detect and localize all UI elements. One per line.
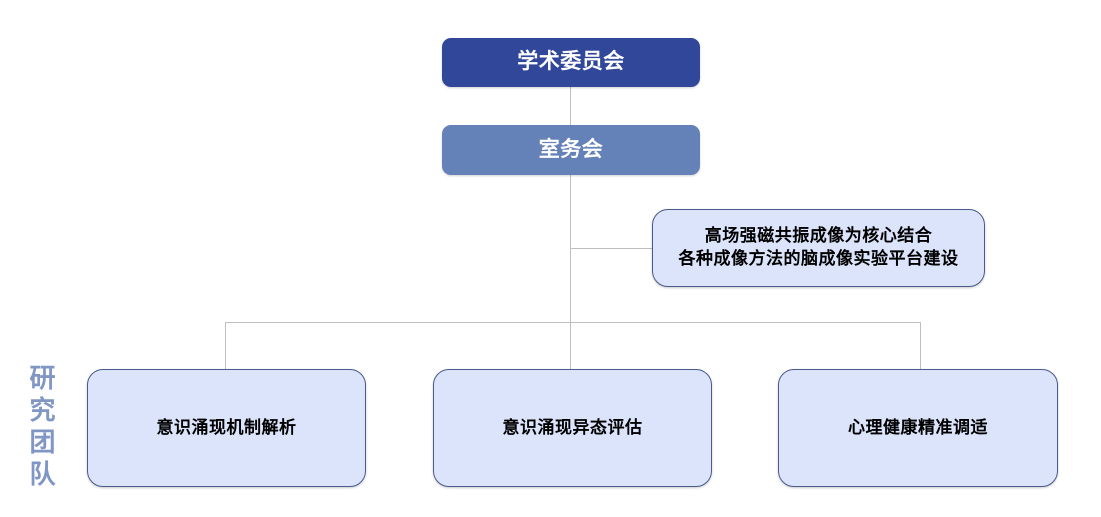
connector-distribution-bar bbox=[225, 322, 921, 323]
research-team-side-label: 研究团队 bbox=[26, 364, 56, 492]
node-team-2-label: 意识涌现异态评估 bbox=[502, 417, 643, 437]
node-imaging-platform-label: 高场强磁共振成像为核心结合 各种成像方法的脑成像实验平台建设 bbox=[678, 226, 959, 268]
connector-drop-team-2 bbox=[570, 322, 571, 369]
node-office-meeting[interactable]: 室务会 bbox=[442, 125, 700, 175]
connector-drop-team-3 bbox=[920, 322, 921, 369]
node-office-meeting-label: 室务会 bbox=[538, 137, 604, 161]
connector-trunk-to-platform bbox=[570, 248, 653, 249]
node-imaging-platform[interactable]: 高场强磁共振成像为核心结合 各种成像方法的脑成像实验平台建设 bbox=[652, 209, 985, 287]
node-team-consciousness-mechanism[interactable]: 意识涌现机制解析 bbox=[87, 369, 366, 487]
node-team-1-label: 意识涌现机制解析 bbox=[156, 417, 297, 437]
node-team-consciousness-assessment[interactable]: 意识涌现异态评估 bbox=[433, 369, 712, 487]
connector-office-trunk bbox=[570, 175, 571, 323]
node-team-mental-health[interactable]: 心理健康精准调适 bbox=[778, 369, 1058, 487]
node-academic-committee-label: 学术委员会 bbox=[517, 50, 625, 74]
connector-drop-team-1 bbox=[225, 322, 226, 369]
node-team-3-label: 心理健康精准调适 bbox=[848, 417, 988, 437]
connector-committee-to-office bbox=[570, 87, 571, 125]
node-academic-committee[interactable]: 学术委员会 bbox=[442, 38, 700, 87]
